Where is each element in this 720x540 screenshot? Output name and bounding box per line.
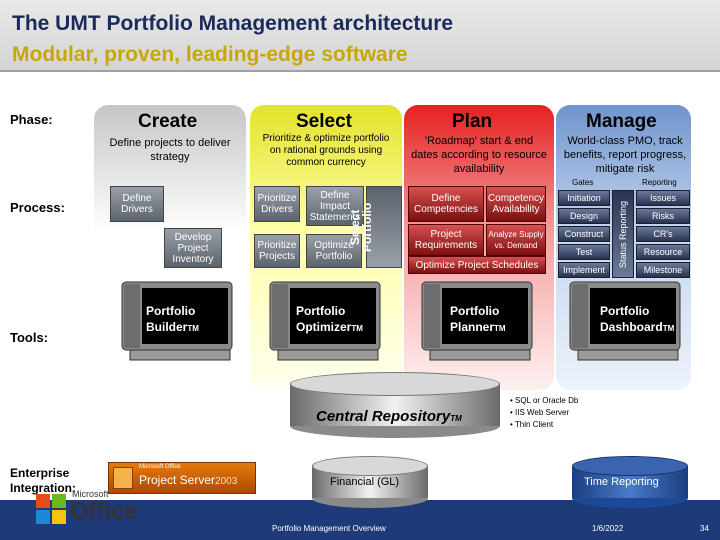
computer-monitor-icon	[569, 281, 681, 361]
tool-optimizer-line1: Portfolio	[296, 304, 346, 318]
tool-optimizer-name: Optimizer	[296, 320, 352, 334]
gate-implement: Implement	[558, 262, 610, 278]
tools-row-label: Tools:	[10, 330, 49, 345]
process-prioritize-projects: Prioritize Projects	[254, 234, 300, 268]
process-define-competencies: Define Competencies	[408, 186, 484, 222]
title-bar	[0, 0, 720, 72]
gate-design: Design	[558, 208, 610, 224]
page-title: The UMT Portfolio Management architectur…	[12, 12, 454, 35]
process-analyze-supply: Analyze Supply vs. Demand	[486, 224, 546, 256]
process-optimize-portfolio: Optimize Portfolio	[306, 234, 362, 268]
database-cylinder-icon	[572, 456, 688, 508]
process-select-portfolio: Select Portfolio	[348, 186, 402, 268]
phase-create-title: Create	[138, 111, 198, 132]
financial-cylinder-top	[312, 456, 428, 476]
database-cylinder-icon	[312, 456, 428, 508]
process-competency-availability: Competency Availability	[486, 186, 546, 222]
time-cylinder-top	[572, 456, 688, 476]
tool-builder-name: Builder	[146, 320, 188, 334]
repository-cylinder-top	[290, 372, 500, 396]
office-logo-tile-red	[36, 494, 50, 508]
tool-planner-line1: Portfolio	[450, 304, 500, 318]
phase-select-title: Select	[296, 111, 352, 132]
office-logo-icon: Microsoft Office	[30, 488, 150, 528]
phase-create-desc: Define projects to deliver strategy	[109, 137, 231, 163]
financial-label: Financial (GL)	[330, 476, 400, 488]
tool-planner-name: Planner	[450, 320, 495, 334]
tool-optimizer-tm: TM	[351, 324, 363, 333]
report-risks: Risks	[636, 208, 690, 224]
project-server-logo-icon: Microsoft Office Project Server2003	[108, 462, 256, 494]
tool-optimizer-line2: OptimizerTM	[296, 320, 363, 336]
report-resource: Resource	[636, 244, 690, 260]
manage-reporting-label: Reporting	[642, 178, 677, 187]
repository-label-text: Central Repository	[316, 408, 451, 425]
computer-monitor-icon	[421, 281, 533, 361]
process-project-requirements: Project Requirements	[408, 224, 484, 256]
phase-row-label: Phase:	[10, 112, 53, 127]
footer-date: 1/6/2022	[592, 524, 624, 533]
office-logo-tile-green	[52, 494, 66, 508]
report-issues: Issues	[636, 190, 690, 206]
process-row-label: Process:	[10, 200, 65, 215]
tool-dashboard-name: Dashboard	[600, 320, 663, 334]
process-develop-inventory: Develop Project Inventory	[164, 228, 222, 268]
office-logo-text: Office	[70, 498, 139, 525]
repository-bullet-2: • IIS Web Server	[510, 408, 570, 417]
tool-planner-line2: PlannerTM	[450, 320, 506, 336]
repository-bullet-1: • SQL or Oracle Db	[510, 396, 579, 405]
office-logo-tile-yellow	[52, 510, 66, 524]
project-server-name: Project Server	[139, 473, 216, 487]
tool-dashboard-tm: TM	[662, 324, 675, 333]
computer-monitor-icon	[269, 281, 381, 361]
phase-manage-desc: World-class PMO, track benefits, report …	[563, 135, 687, 175]
tool-dashboard-line2: DashboardTM	[600, 320, 674, 336]
project-server-mark	[113, 467, 133, 489]
gate-test: Test	[558, 244, 610, 260]
tool-builder-line2: BuilderTM	[146, 320, 199, 336]
project-server-title: Project Server2003	[139, 473, 237, 487]
phase-select-desc: Prioritize & optimize portfolio on ratio…	[262, 133, 390, 168]
footer-page-number: 34	[700, 524, 709, 533]
time-reporting-label: Time Reporting	[584, 476, 659, 488]
process-define-drivers: Define Drivers	[110, 186, 164, 222]
repository-tm: TM	[450, 414, 462, 423]
office-logo-tile-blue	[36, 510, 50, 524]
repository-label: Central RepositoryTM	[316, 408, 462, 425]
manage-gates-label: Gates	[572, 178, 594, 187]
phase-plan-desc: 'Roadmap' start & end dates according to…	[411, 135, 547, 175]
enterprise-row-label: Enterprise Integration:	[10, 466, 76, 495]
tool-planner-tm: TM	[494, 324, 506, 333]
footer-title: Portfolio Management Overview	[272, 524, 386, 533]
repository-bullet-3: • Thin Client	[510, 420, 554, 429]
tool-builder-line1: Portfolio	[146, 304, 196, 318]
tool-builder-tm: TM	[187, 324, 199, 333]
process-optimize-schedules: Optimize Project Schedules	[408, 256, 546, 274]
project-server-year: 2003	[215, 476, 238, 487]
project-server-small-text: Microsoft Office	[139, 464, 181, 470]
gate-construct: Construct	[558, 226, 610, 242]
process-define-impact: Define Impact Statements	[306, 186, 364, 226]
tool-dashboard-line1: Portfolio	[600, 304, 650, 318]
database-cylinder-icon	[290, 372, 500, 438]
page-subtitle: Modular, proven, leading-edge software	[12, 43, 408, 66]
office-logo-small: Microsoft	[72, 489, 109, 499]
phase-plan-title: Plan	[452, 111, 493, 132]
gate-initiation: Initiation	[558, 190, 610, 206]
status-reporting-bar: Status Reporting	[612, 190, 634, 278]
report-milestone: Milestone	[636, 262, 690, 278]
phase-manage-title: Manage	[586, 111, 657, 132]
computer-monitor-icon	[121, 281, 233, 361]
report-crs: CR's	[636, 226, 690, 242]
process-prioritize-drivers: Prioritize Drivers	[254, 186, 300, 222]
